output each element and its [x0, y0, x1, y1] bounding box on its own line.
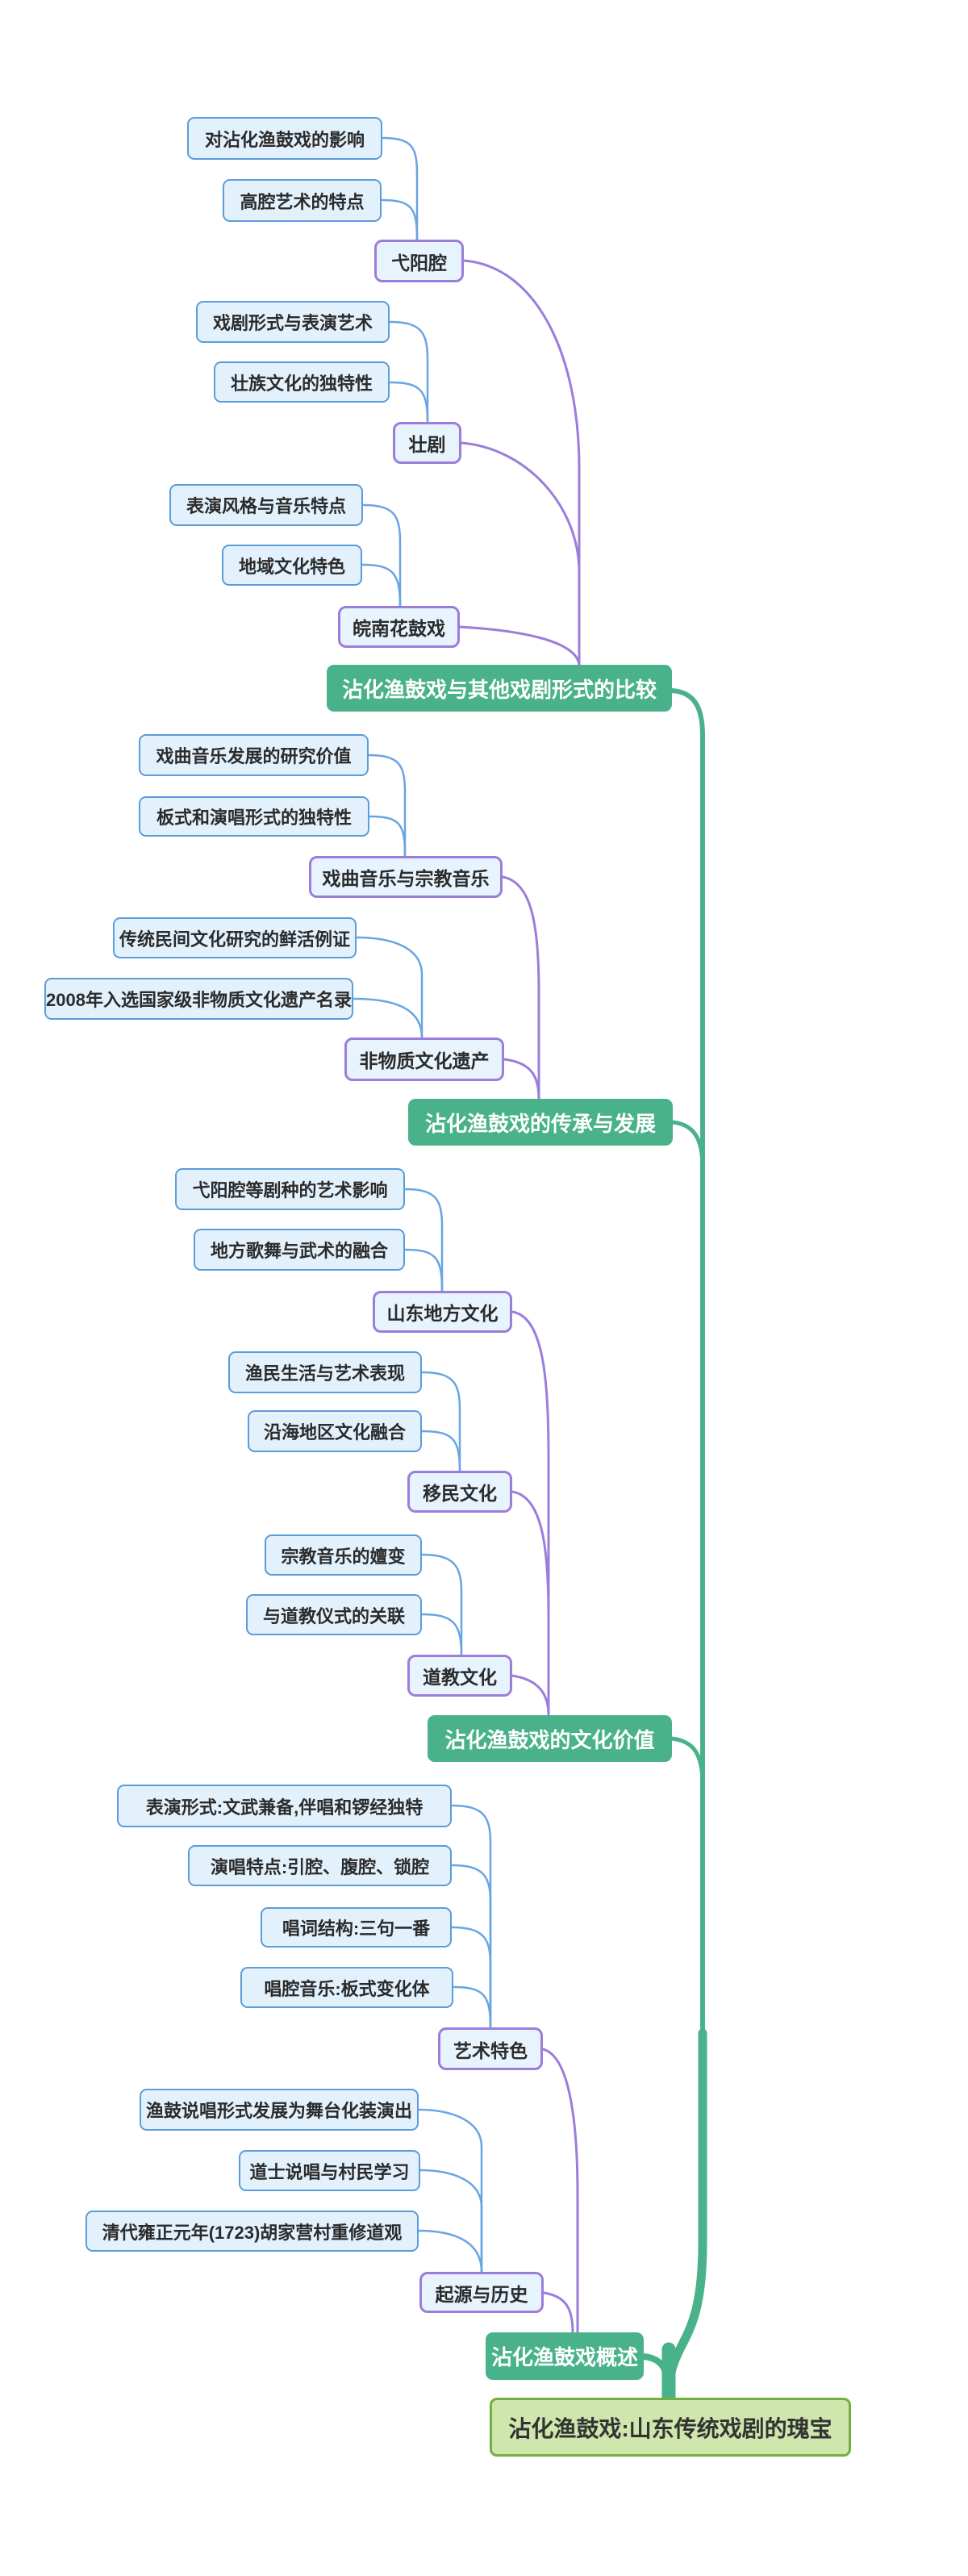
subtopic-node-opera-religious-music[interactable]: 戏曲音乐与宗教音乐 [309, 856, 503, 898]
leaf-node[interactable]: 清代雍正元年(1723)胡家营村重修道观 [86, 2211, 419, 2252]
trunk-line [666, 688, 705, 2400]
edge-leaf [420, 1553, 463, 1656]
leaf-node[interactable]: 弋阳腔等剧种的艺术影响 [175, 1168, 405, 1210]
leaf-node[interactable]: 2008年入选国家级非物质文化遗产名录 [44, 978, 353, 1020]
edge-leaf [388, 320, 429, 424]
edge-subtopic [541, 2048, 579, 2334]
edge-subtopic [511, 1674, 550, 1717]
leaf-node[interactable]: 宗教音乐的嬗变 [265, 1534, 422, 1576]
subtopic-node-shandong-culture[interactable]: 山东地方文化 [373, 1291, 512, 1333]
leaf-node[interactable]: 高腔艺术的特点 [223, 179, 382, 222]
branch-node-overview[interactable]: 沾化渔鼓戏概述 [486, 2332, 644, 2380]
edge-leaf [355, 936, 424, 1039]
subtopic-node-intangible-heritage[interactable]: 非物质文化遗产 [344, 1037, 504, 1081]
subtopic-edges [458, 259, 581, 2334]
edge-leaf [420, 1371, 461, 1472]
edge-branch [670, 1736, 705, 1787]
edge-subtopic [542, 2291, 574, 2334]
root-node[interactable]: 沾化渔鼓戏:山东传统戏剧的瑰宝 [490, 2398, 851, 2457]
subtopic-node-migrant-culture[interactable]: 移民文化 [407, 1471, 512, 1513]
leaf-node[interactable]: 渔鼓说唱形式发展为舞台化装演出 [140, 2089, 419, 2131]
edge-leaf [361, 563, 402, 607]
edge-leaf [419, 2169, 483, 2273]
edge-leaf [380, 198, 419, 241]
leaf-node[interactable]: 沿海地区文化融合 [248, 1410, 422, 1452]
subtopic-node-taoist-culture[interactable]: 道教文化 [407, 1655, 512, 1697]
leaf-node[interactable]: 道士说唱与村民学习 [239, 2150, 420, 2191]
edge-leaf [403, 1188, 444, 1292]
edge-leaf [450, 1864, 492, 2029]
subtopic-node-wannan-huagu[interactable]: 皖南花鼓戏 [338, 606, 460, 648]
leaf-node[interactable]: 传统民间文化研究的鲜活例证 [113, 917, 357, 958]
edge-leaf [417, 2229, 483, 2273]
leaf-node[interactable]: 戏曲音乐发展的研究价值 [139, 734, 369, 776]
edge-leaf [388, 381, 429, 424]
edge-subtopic [511, 1310, 550, 1717]
edge-leaf [368, 815, 407, 858]
leaf-node[interactable]: 渔民生活与艺术表现 [228, 1351, 422, 1393]
subtopic-node-origin-history[interactable]: 起源与历史 [419, 2272, 544, 2313]
trunk-group [640, 688, 707, 2405]
subtopic-node-zhuang-opera[interactable]: 壮剧 [393, 422, 461, 464]
leaf-node[interactable]: 表演风格与音乐特点 [169, 484, 363, 526]
leaf-node[interactable]: 表演形式:文武兼备,伴唱和锣经独特 [117, 1785, 452, 1827]
branch-node-cultural-value[interactable]: 沾化渔鼓戏的文化价值 [428, 1715, 672, 1762]
leaf-node[interactable]: 唱腔音乐:板式变化体 [240, 1967, 453, 2008]
edge-leaf [420, 1613, 463, 1656]
edge-leaf [403, 1248, 444, 1292]
leaf-node[interactable]: 壮族文化的独特性 [214, 361, 390, 403]
edge-leaf [417, 2108, 483, 2273]
edge-subtopic [501, 875, 540, 1100]
edge-subtopic [460, 441, 581, 666]
edge-subtopic [511, 1490, 550, 1717]
edge-leaf [367, 754, 407, 858]
edge-leaf [361, 503, 402, 607]
leaf-node[interactable]: 唱词结构:三句一番 [261, 1907, 452, 1948]
branch-node-inheritance[interactable]: 沾化渔鼓戏的传承与发展 [408, 1099, 673, 1146]
leaf-node[interactable]: 戏剧形式与表演艺术 [196, 301, 390, 343]
edge-leaf [450, 1804, 492, 2029]
edge-leaf [450, 1926, 492, 2029]
edge-subtopic [458, 625, 581, 666]
edge-branch [670, 1120, 705, 1171]
leaf-node[interactable]: 板式和演唱形式的独特性 [139, 796, 369, 837]
trunk-line-lower [664, 2028, 707, 2403]
edge-subtopic [503, 1058, 540, 1100]
leaf-edges [352, 136, 492, 2273]
leaf-node[interactable]: 对沾化渔鼓戏的影响 [187, 117, 382, 160]
edge-branch [640, 2353, 672, 2398]
leaf-node[interactable]: 与道教仪式的关联 [246, 1594, 422, 1635]
edge-leaf [352, 997, 424, 1039]
edge-subtopic [462, 259, 581, 666]
branch-node-comparison[interactable]: 沾化渔鼓戏与其他戏剧形式的比较 [327, 665, 672, 712]
edge-leaf [381, 136, 419, 241]
edge-leaf [452, 1985, 492, 2029]
leaf-node[interactable]: 地方歌舞与武术的融合 [194, 1229, 405, 1271]
leaf-node[interactable]: 地域文化特色 [222, 545, 362, 586]
edge-leaf [420, 1430, 461, 1472]
subtopic-node-artistic-features[interactable]: 艺术特色 [438, 2027, 543, 2070]
subtopic-node-yiyang-qiang[interactable]: 弋阳腔 [374, 240, 464, 282]
leaf-node[interactable]: 演唱特点:引腔、腹腔、锁腔 [188, 1845, 452, 1886]
